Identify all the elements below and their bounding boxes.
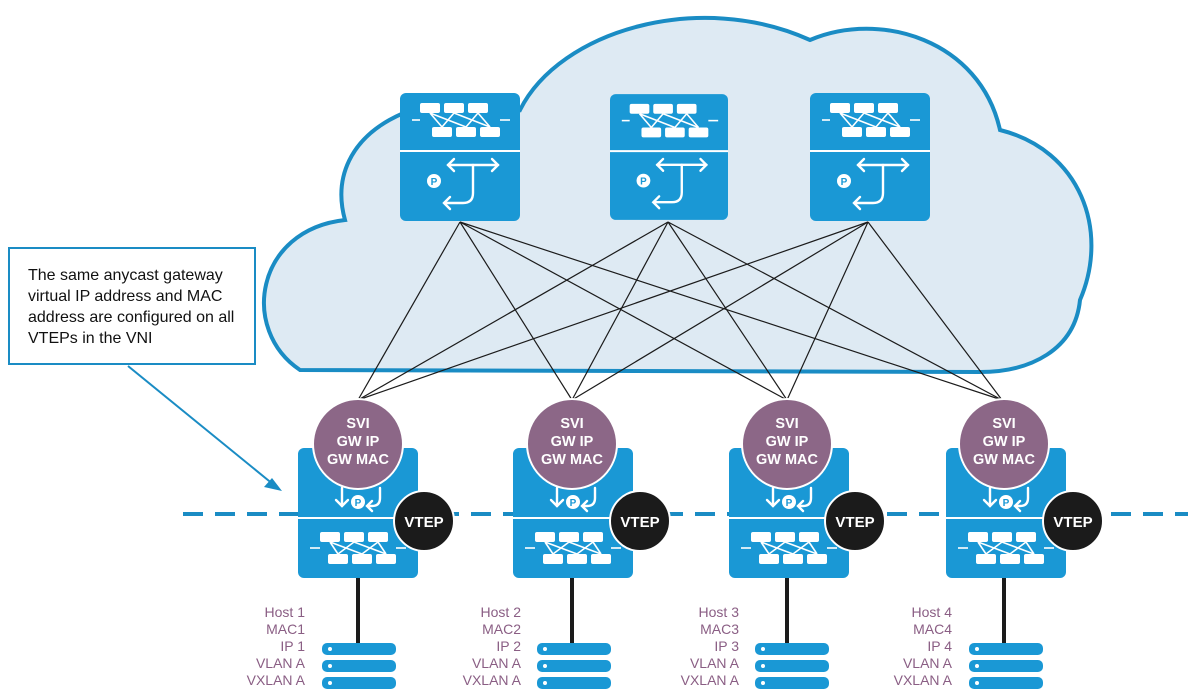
host-server-icon xyxy=(537,643,611,689)
host-vlan: VLAN A xyxy=(256,655,306,671)
spine-switch-icon xyxy=(610,93,728,221)
spine-switch-icon xyxy=(810,93,930,221)
host-mac: MAC3 xyxy=(700,621,739,637)
svi-line: GW MAC xyxy=(541,452,604,468)
host-vlan: VLAN A xyxy=(690,655,740,671)
fabric-links xyxy=(357,221,1003,401)
callout-text: The same anycast gateway virtual IP addr… xyxy=(28,267,235,347)
host-mac: MAC1 xyxy=(266,621,305,637)
host-ip: IP 2 xyxy=(496,638,521,654)
anycast-gateway-callout: The same anycast gateway virtual IP addr… xyxy=(8,247,256,365)
vtep-badge xyxy=(609,490,671,552)
host-vlan: VLAN A xyxy=(472,655,522,671)
svi-badge xyxy=(312,398,404,490)
svi-line: GW IP xyxy=(766,434,809,450)
leaf-switch-3: SVI GW IP GW MAC VTEP Host 3 MAC3 IP 3 V… xyxy=(681,398,886,689)
host-name: Host 2 xyxy=(481,604,522,620)
svi-line: GW MAC xyxy=(327,452,390,468)
leaf-switch-1: SVI GW IP GW MAC VTEP Host 1 MAC1 IP 1 V… xyxy=(247,398,455,689)
host-vxlan: VXLAN A xyxy=(681,672,740,688)
leaf-switch-4: SVI GW IP GW MAC VTEP Host 4 MAC4 IP 4 V… xyxy=(894,398,1104,689)
host-server-icon xyxy=(755,643,829,689)
vtep-badge xyxy=(1042,490,1104,552)
host-ip: IP 1 xyxy=(280,638,305,654)
svi-line: SVI xyxy=(346,416,369,432)
svi-line: GW IP xyxy=(983,434,1026,450)
svi-badge xyxy=(526,398,618,490)
host-name: Host 3 xyxy=(699,604,740,620)
svi-line: SVI xyxy=(775,416,798,432)
svi-line: SVI xyxy=(992,416,1015,432)
svi-badge xyxy=(741,398,833,490)
host-name: Host 4 xyxy=(912,604,953,620)
spine-switch-icon xyxy=(400,93,520,221)
host-server-icon xyxy=(969,643,1043,689)
callout-pointer xyxy=(127,365,282,491)
host-ip: IP 4 xyxy=(927,638,952,654)
vtep-label: VTEP xyxy=(835,514,874,531)
host-mac: MAC2 xyxy=(482,621,521,637)
vtep-badge xyxy=(824,490,886,552)
host-mac: MAC4 xyxy=(913,621,952,637)
host-name: Host 1 xyxy=(265,604,306,620)
svi-line: SVI xyxy=(560,416,583,432)
host-vlan: VLAN A xyxy=(903,655,953,671)
svi-line: GW IP xyxy=(551,434,594,450)
svi-line: GW MAC xyxy=(973,452,1036,468)
leaf-switch-2: SVI GW IP GW MAC VTEP Host 2 MAC2 IP 2 V… xyxy=(463,398,671,689)
host-server-icon xyxy=(322,643,396,689)
host-vxlan: VXLAN A xyxy=(894,672,953,688)
vtep-badge xyxy=(393,490,455,552)
host-ip: IP 3 xyxy=(714,638,739,654)
host-vxlan: VXLAN A xyxy=(463,672,522,688)
host-vxlan: VXLAN A xyxy=(247,672,306,688)
vtep-label: VTEP xyxy=(404,514,443,531)
svi-badge xyxy=(958,398,1050,490)
svi-line: GW IP xyxy=(337,434,380,450)
svi-line: GW MAC xyxy=(756,452,819,468)
vtep-label: VTEP xyxy=(1053,514,1092,531)
vtep-label: VTEP xyxy=(620,514,659,531)
